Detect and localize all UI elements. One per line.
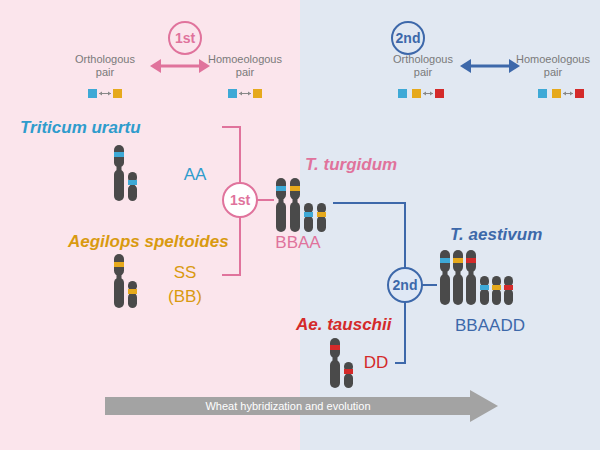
gene-square bbox=[253, 89, 262, 98]
gene-band bbox=[466, 258, 476, 263]
genome-label: BBAA bbox=[275, 233, 320, 253]
chromosome-arm bbox=[344, 373, 353, 388]
stage-circle: 1st bbox=[222, 182, 258, 218]
centromere bbox=[443, 271, 448, 275]
chromosome-arm bbox=[276, 202, 286, 232]
stage-circle: 2nd bbox=[387, 267, 423, 303]
gene-square bbox=[435, 89, 444, 98]
chromosome-arm bbox=[114, 278, 124, 308]
chromosome-arm bbox=[114, 170, 124, 201]
gene-square bbox=[538, 89, 547, 98]
arrow-head bbox=[108, 92, 111, 96]
gene-band bbox=[480, 285, 489, 290]
arrow-head bbox=[248, 92, 251, 96]
node-text: 1st bbox=[230, 192, 250, 208]
pair-label: Homoeologous pair bbox=[205, 53, 285, 78]
centromere bbox=[469, 271, 474, 275]
species-name: Triticum urartu bbox=[20, 118, 141, 138]
chromosome-arm bbox=[304, 216, 313, 232]
gene-square bbox=[552, 89, 561, 98]
pair-label: Orthologous pair bbox=[65, 53, 145, 78]
chromosome-arm bbox=[466, 250, 476, 272]
node-text: Wheat hybridization and evolution bbox=[205, 400, 370, 412]
node-text: 1st bbox=[175, 30, 195, 46]
gene-band bbox=[128, 180, 137, 185]
arrow-head bbox=[99, 92, 102, 96]
chromosome-arm bbox=[114, 145, 124, 168]
gene-square bbox=[88, 89, 97, 98]
gene-square bbox=[113, 89, 122, 98]
pair-label: Homoeologous pair bbox=[513, 53, 593, 78]
chromosome-arm bbox=[114, 254, 124, 276]
gene-band bbox=[344, 369, 353, 374]
double-arrow bbox=[468, 65, 512, 68]
gene-square bbox=[228, 89, 237, 98]
arrow-head bbox=[423, 92, 426, 96]
chromosome-arm bbox=[440, 274, 450, 305]
centromere bbox=[293, 199, 298, 203]
gene-band bbox=[504, 285, 513, 290]
centromere bbox=[117, 167, 122, 171]
arrow-head bbox=[150, 59, 161, 73]
gene-band bbox=[317, 212, 326, 217]
chromosome-arm bbox=[330, 360, 340, 388]
arrow-head bbox=[430, 92, 433, 96]
chromosome-arm bbox=[290, 178, 300, 200]
gene-band bbox=[276, 186, 286, 191]
centromere bbox=[333, 357, 338, 361]
gene-band bbox=[330, 345, 340, 350]
gene-band bbox=[114, 262, 124, 267]
pair-label: Orthologous pair bbox=[383, 53, 463, 78]
arrow-head bbox=[239, 92, 242, 96]
chromosome-arm bbox=[128, 293, 137, 308]
gene-band bbox=[453, 258, 463, 263]
chromosome-arm bbox=[440, 250, 450, 272]
centromere bbox=[456, 271, 461, 275]
genome-label: DD bbox=[364, 353, 389, 373]
species-name: Ae. tauschii bbox=[296, 315, 391, 335]
gene-square bbox=[575, 89, 584, 98]
species-name: Aegilops speltoides bbox=[68, 232, 229, 252]
chromosome-arm bbox=[317, 216, 326, 232]
genome-label: (BB) bbox=[168, 287, 202, 307]
gene-band bbox=[440, 258, 450, 263]
gene-band bbox=[290, 186, 300, 191]
chromosome-arm bbox=[453, 250, 463, 272]
chromosome-arm bbox=[453, 274, 463, 305]
stage-circle: 1st bbox=[168, 21, 202, 55]
genome-label: SS bbox=[174, 263, 197, 283]
node-text: 2nd bbox=[396, 30, 421, 46]
gene-square bbox=[398, 89, 407, 98]
right-ground bbox=[300, 0, 600, 450]
gene-band bbox=[304, 212, 313, 217]
double-arrow bbox=[158, 65, 202, 68]
arrow-head bbox=[470, 390, 498, 422]
chromosome-arm bbox=[466, 274, 476, 305]
chromosome-arm bbox=[330, 338, 340, 358]
genome-label: AA bbox=[184, 165, 207, 185]
chromosome-arm bbox=[276, 178, 286, 200]
centromere bbox=[117, 275, 122, 279]
node-text: 2nd bbox=[393, 277, 418, 293]
arrow-head bbox=[563, 92, 566, 96]
gene-band bbox=[114, 152, 124, 157]
species-name: T. turgidum bbox=[305, 155, 397, 175]
arrow-head bbox=[570, 92, 573, 96]
arrow-head bbox=[460, 59, 471, 73]
centromere bbox=[279, 199, 284, 203]
chromosome-arm bbox=[128, 185, 137, 201]
genome-label: BBAADD bbox=[455, 316, 525, 336]
gene-band bbox=[128, 289, 137, 294]
species-name: T. aestivum bbox=[450, 225, 542, 245]
gene-square bbox=[412, 89, 421, 98]
chromosome-arm bbox=[480, 289, 489, 305]
gene-band bbox=[492, 285, 501, 290]
evolution-arrow: Wheat hybridization and evolution bbox=[105, 397, 471, 415]
chromosome-arm bbox=[290, 202, 300, 232]
chromosome-arm bbox=[492, 289, 501, 305]
left-ground bbox=[0, 0, 300, 450]
chromosome-arm bbox=[504, 289, 513, 305]
